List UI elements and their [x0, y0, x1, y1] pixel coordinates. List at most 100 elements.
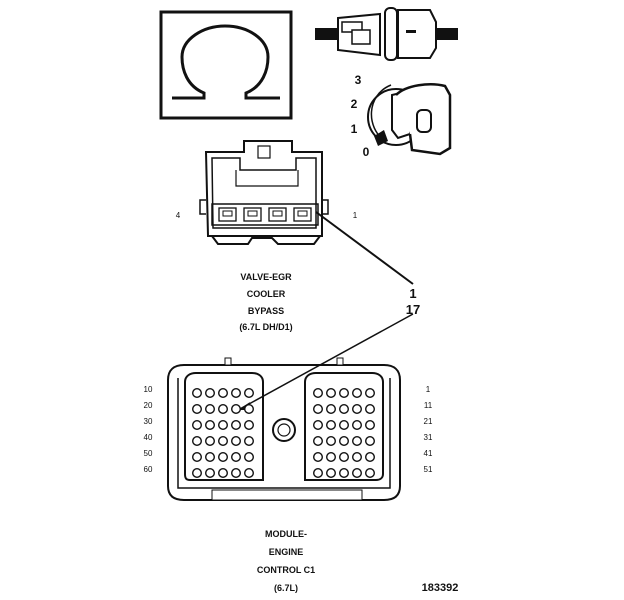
ecm-pin-cavity	[339, 388, 350, 399]
ecm-right-pin-grid	[313, 388, 376, 479]
ecm-row-number-right: 1	[426, 385, 431, 394]
egr-pin-number-right: 1	[353, 211, 358, 220]
ecm-pin-cavity	[191, 436, 202, 447]
ecm-pin-cavity	[352, 388, 363, 399]
ecm-pin-cavity	[217, 404, 228, 415]
ecm-row-number-right: 11	[424, 401, 433, 410]
ecm-row-number-right: 41	[424, 449, 433, 458]
callout-bottom-number: 17	[406, 302, 420, 317]
egr-pin-cavity	[218, 207, 237, 222]
ecm-row-number-left: 20	[144, 401, 153, 410]
ecm-pin-cavity	[217, 436, 228, 447]
ecm-pin-cavity	[339, 404, 350, 415]
ecm-pin-cavity	[339, 468, 350, 479]
ecm-pin-cavity	[243, 452, 254, 463]
egr-pin-number-left: 4	[176, 211, 181, 220]
egr-label-line-3: BYPASS	[248, 306, 284, 316]
ecm-pin-cavity	[326, 404, 337, 415]
ecm-pin-cavity	[230, 404, 241, 415]
egr-label-line-4: (6.7L DH/D1)	[239, 322, 292, 332]
ecm-pin-cavity	[365, 420, 376, 431]
ecm-pin-cavity	[217, 420, 228, 431]
egr-pin-cavity	[268, 207, 287, 222]
ecm-pin-cavity	[326, 388, 337, 399]
ecm-left-pin-grid	[191, 388, 254, 479]
ecm-pin-cavity	[230, 388, 241, 399]
ecm-pin-cavity	[352, 436, 363, 447]
ecm-label-line-3: CONTROL C1	[257, 565, 315, 575]
ecm-pin-cavity	[339, 452, 350, 463]
ecm-row-number-left: 10	[144, 385, 153, 394]
ecm-pin-cavity	[352, 452, 363, 463]
ecm-pin-cavity	[352, 404, 363, 415]
ecm-pin-cavity	[204, 404, 215, 415]
ecm-pin-cavity	[326, 452, 337, 463]
ecm-pin-cavity	[243, 404, 254, 415]
ecm-pin-cavity	[191, 404, 202, 415]
ecm-pin-cavity	[230, 452, 241, 463]
ecm-pin-cavity	[313, 388, 324, 399]
key-position-3: 3	[355, 73, 362, 87]
ecm-pin-cavity	[204, 468, 215, 479]
key-position-0: 0	[363, 145, 370, 159]
ecm-pin-cavity	[191, 452, 202, 463]
ecm-pin-cavity	[365, 404, 376, 415]
ecm-pin-cavity	[326, 468, 337, 479]
callout-lines: 1 17	[237, 211, 420, 411]
ecm-pin-cavity	[243, 436, 254, 447]
ecm-pin-cavity	[230, 420, 241, 431]
ecm-label-line-4: (6.7L)	[274, 583, 298, 593]
ecm-row-numbers: 10 20 30 40 50 60 1 11 21 31 41 51	[144, 385, 433, 474]
test-lead-icon	[315, 7, 458, 61]
egr-pin-cavity	[293, 207, 312, 222]
ecm-connector	[167, 357, 401, 501]
ecm-pin-cavity	[313, 452, 324, 463]
callout-top-number: 1	[409, 286, 416, 301]
ecm-row-number-right: 21	[424, 417, 433, 426]
ecm-pin-cavity	[365, 452, 376, 463]
ecm-pin-cavity	[352, 468, 363, 479]
ecm-pin-cavity	[313, 436, 324, 447]
ecm-pin-cavity	[243, 468, 254, 479]
egr-label-line-1: VALVE-EGR	[240, 272, 292, 282]
ecm-pin-cavity	[326, 420, 337, 431]
ecm-row-number-left: 30	[144, 417, 153, 426]
ecm-pin-cavity	[191, 420, 202, 431]
key-position-2: 2	[351, 97, 358, 111]
ecm-pin-cavity	[339, 420, 350, 431]
egr-valve-connector: 4 1	[176, 140, 358, 245]
ecm-pin-cavity	[217, 388, 228, 399]
ecm-pin-cavity	[204, 388, 215, 399]
ecm-pin-cavity	[230, 436, 241, 447]
ecm-pin-cavity	[365, 436, 376, 447]
figure-id: 183392	[422, 582, 459, 594]
ecm-row-number-right: 51	[424, 465, 433, 474]
ecm-pin-cavity	[217, 452, 228, 463]
ecm-pin-cavity	[352, 420, 363, 431]
ecm-pin-cavity	[191, 468, 202, 479]
ignition-key-icon: 3 2 1 0	[351, 73, 452, 159]
ecm-pin-cavity	[191, 388, 202, 399]
ecm-pin-cavity	[204, 420, 215, 431]
ecm-pin-cavity	[230, 468, 241, 479]
key-position-1: 1	[351, 122, 358, 136]
ecm-connector-label: MODULE- ENGINE CONTROL C1 (6.7L)	[257, 529, 315, 593]
ecm-pin-cavity	[204, 436, 215, 447]
ecm-pin-cavity	[204, 452, 215, 463]
ecm-row-number-right: 31	[424, 433, 433, 442]
ecm-pin-cavity	[365, 468, 376, 479]
egr-label-line-2: COOLER	[247, 289, 286, 299]
ecm-pin-cavity	[313, 420, 324, 431]
ecm-pin-cavity	[243, 420, 254, 431]
egr-pin-cavity	[243, 207, 262, 222]
ecm-label-line-2: ENGINE	[269, 547, 304, 557]
egr-connector-label: VALVE-EGR COOLER BYPASS (6.7L DH/D1)	[239, 272, 292, 332]
ecm-pin-cavity	[339, 436, 350, 447]
ecm-pin-cavity	[243, 388, 254, 399]
ecm-pin-cavity	[313, 468, 324, 479]
ecm-pin-cavity	[326, 436, 337, 447]
ohmmeter-icon: Ω	[159, 10, 293, 120]
ecm-pin-cavity	[217, 468, 228, 479]
ecm-row-number-left: 50	[144, 449, 153, 458]
